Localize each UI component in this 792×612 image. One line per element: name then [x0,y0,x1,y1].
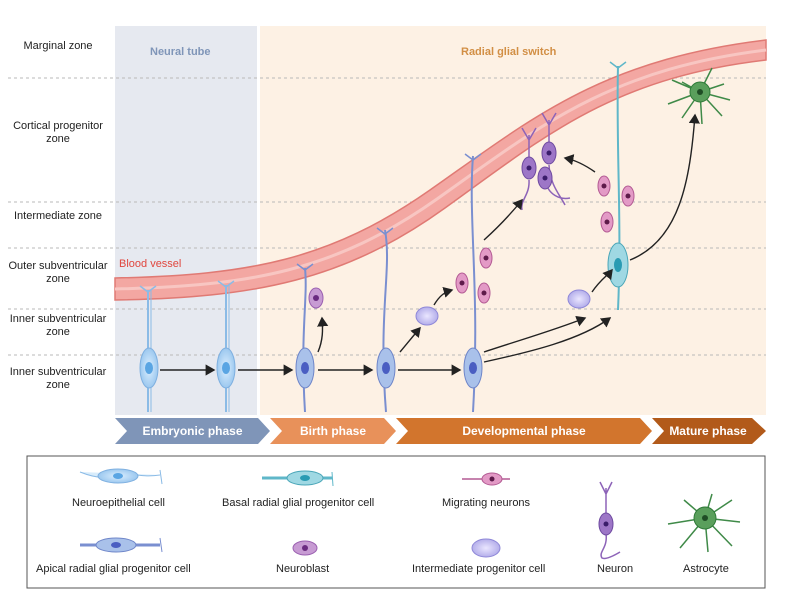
apical-radial-glial-cell [463,153,483,413]
intermediate-progenitor-cell [567,289,591,309]
neuroblast [308,287,324,309]
developmental-phase-label: Developmental phase [462,424,586,438]
zone-intermediate-label: Intermediate zone [13,210,103,222]
zone-marginal-label: Marginal zone [23,40,93,52]
legend-astrocyte-icon [667,493,741,553]
neuroepithelial-cell [139,285,159,412]
blood-vessel [114,39,767,301]
legend-neuroblast-icon [292,540,318,556]
apical-radial-glial-cell [295,263,315,413]
mature-phase-label: Mature phase [669,424,747,438]
legend-migrating-label: Migrating neurons [442,497,531,509]
legend-neuroepithelial-label: Neuroepithelial cell [72,497,165,509]
legend-apical-rg-icon [80,537,163,553]
legend-basal-rg-icon [262,470,334,487]
apical-radial-glial-cell [376,227,396,413]
blood-vessel-label: Blood vessel [119,258,182,270]
embryonic-phase-arrow [115,418,270,444]
neural-tube-title: Neural tube [150,46,211,58]
legend-basal-rg-label: Basal radial glial progenitor cell [222,497,375,509]
legend-migrating-neuron-icon [462,472,510,486]
embryonic-phase-label: Embryonic phase [142,424,243,438]
radial-switch-title: Radial glial switch [461,46,557,58]
zone-cortical-label: Cortical progenitor zone [13,120,103,145]
basal-radial-glial-cell [607,61,629,311]
legend-intermediate-progenitor-icon [471,538,501,558]
legend-neuroblast-label: Neuroblast [276,563,330,575]
zone-osvz-label: Outer subventricular zone [8,260,108,285]
birth-phase-arrow [270,418,396,444]
birth-phase-label: Birth phase [299,424,366,438]
legend-astrocyte-label: Astrocyte [683,563,729,575]
legend-border [26,455,766,589]
neural-tube-region [115,26,257,415]
lineage-arrows [160,113,700,376]
intermediate-progenitor-cell [415,306,439,326]
legend-neuroepithelial-icon [79,468,163,485]
mature-phase-arrow [652,418,766,444]
neuroepithelial-cell [216,280,236,412]
zone-isvz-label-2: Inner subventricular zone [9,366,107,391]
legend-apical-rg-label: Apical radial glial progenitor cell [36,563,191,575]
developmental-phase-arrow [396,418,652,444]
radial-switch-region [260,26,766,415]
zone-isvz-label: Inner subventricular zone [9,313,107,338]
legend-neuron-label: Neuron [597,563,634,575]
legend-intermediate-progenitor-label: Intermediate progenitor cell [412,563,546,575]
